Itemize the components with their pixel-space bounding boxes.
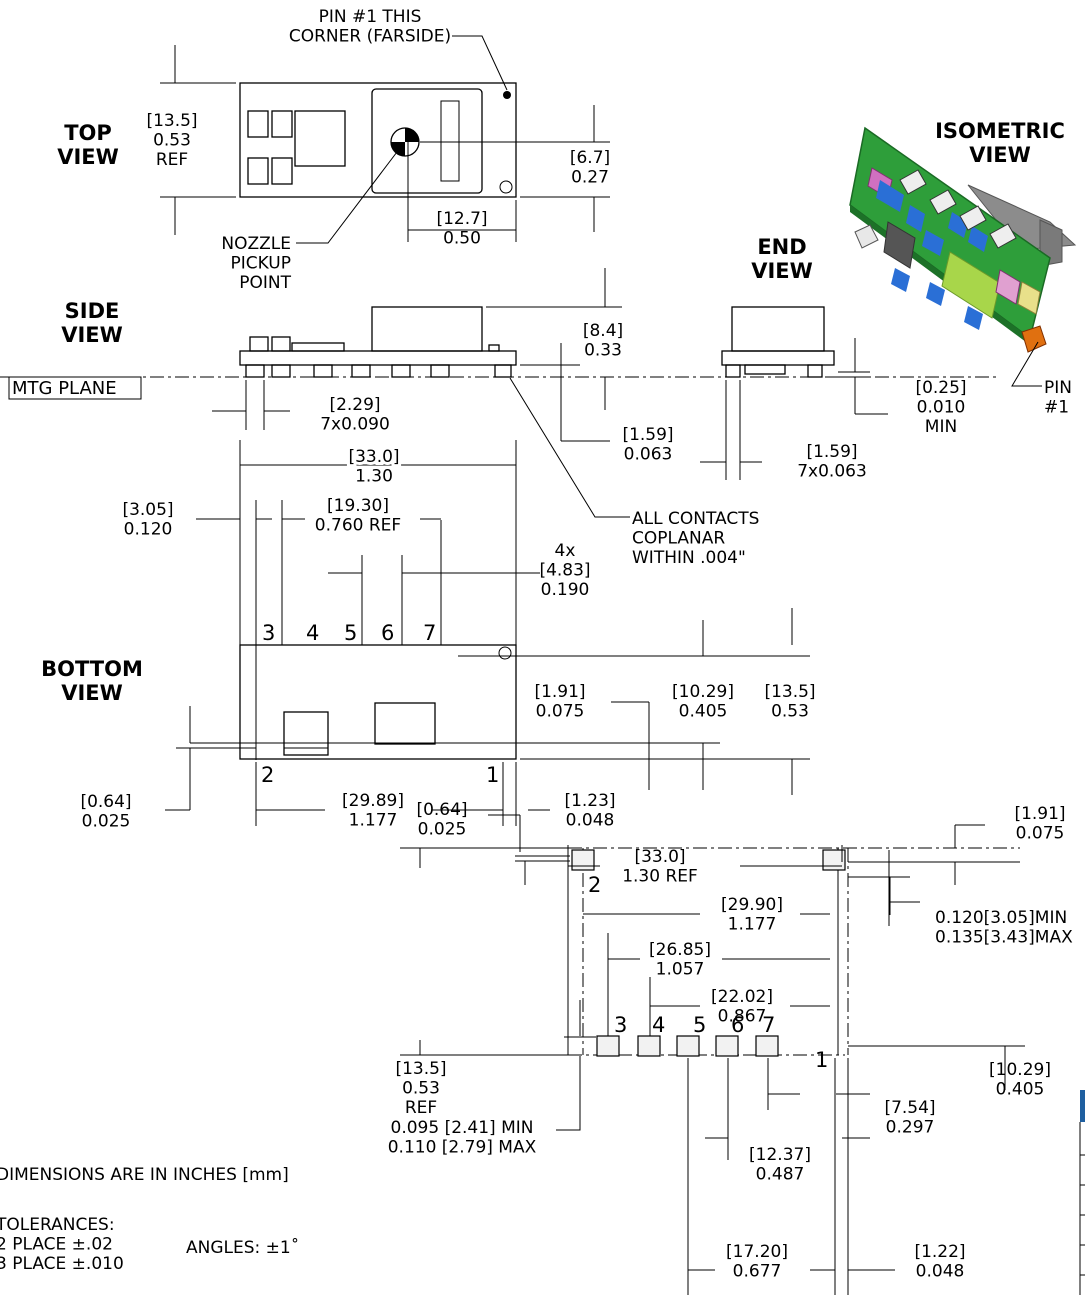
footprint-pad-4	[637, 1035, 661, 1057]
top-shield	[371, 88, 483, 194]
bottom-pin7: 7	[423, 621, 436, 645]
dim-top-nozzle-x: [12.7]0.50	[436, 209, 487, 249]
footprint-view: 2 1 3 4 5 6 7 [33.0]1.30 REF [29.90]1.17…	[388, 800, 1073, 1295]
bottom-view: 3 4 5 6 7 2 1 [33.0]1.30 [3.05]0.120 [19…	[80, 440, 816, 832]
footprint-pad-2	[571, 849, 595, 871]
dim-fp-pin1-edge: [1.22]0.048	[914, 1242, 965, 1282]
dim-top-nozzle-y: [6.7]0.27	[570, 148, 610, 188]
angles-note: ANGLES: ±1˚	[186, 1237, 299, 1258]
bottom-pin2: 2	[261, 763, 274, 787]
iso-pin1-pad	[1021, 325, 1047, 353]
dim-side-height: [8.4]0.33	[583, 321, 623, 361]
footprint-pad-5	[676, 1035, 700, 1057]
dim-bottom-edge-y: [0.64]0.025	[80, 792, 131, 832]
footprint-pad-7	[755, 1035, 779, 1057]
dim-fp-pin6-pin1: [12.37]0.487	[749, 1145, 811, 1185]
iso-pin1-note: PIN#1	[1044, 378, 1072, 418]
side-pins	[245, 364, 512, 378]
footprint-pad-1	[822, 849, 846, 871]
dim-bottom-length: [33.0]1.30	[348, 447, 399, 487]
top-board-outline	[239, 82, 517, 198]
bottom-pin1: 1	[486, 763, 499, 787]
dim-fp-edge-y: [0.64]0.025	[416, 800, 467, 840]
dim-side-standoff: [1.59]0.063	[622, 425, 673, 465]
bottom-pin5: 5	[344, 621, 357, 645]
side-board	[239, 350, 517, 366]
dim-bottom-pin2-y: [1.91]0.075	[534, 682, 585, 722]
dim-bottom-pitch: 4x[4.83]0.190	[539, 541, 590, 600]
isometric-view: PIN#1	[849, 126, 1077, 418]
dim-side-pin-pitch: [2.29]7x0.090	[320, 395, 390, 435]
pin1-marker-dot	[503, 91, 511, 99]
dim-bottom-pin1-edge: [1.23]0.048	[564, 791, 615, 831]
mtg-plane-label: MTG PLANE	[12, 378, 117, 399]
bottom-board-outline	[239, 644, 517, 760]
dim-fp-pin3-pin1: [26.85]1.057	[649, 940, 711, 980]
footprint-pin4: 4	[652, 1013, 665, 1037]
bottom-pin4: 4	[306, 621, 319, 645]
dim-bottom-pin3-ref: [19.30]0.760 REF	[315, 496, 401, 536]
side-view: MTG PLANE [2.29]7x0.090 [8.4]0.33 [1.59]…	[0, 268, 1000, 568]
dim-bottom-pin1-pin2: [29.89]1.177	[342, 791, 404, 831]
dim-bottom-edge-pin3: [3.05]0.120	[122, 500, 173, 540]
dim-bottom-width: [13.5]0.53	[764, 682, 815, 722]
footprint-pin7: 7	[762, 1013, 775, 1037]
bottom-pin6: 6	[381, 621, 394, 645]
bottom-pin3: 3	[262, 621, 275, 645]
dim-fp-pin1-y: [1.91]0.075	[1014, 804, 1065, 844]
dim-end-pin-width: [1.59]7x0.063	[797, 442, 867, 482]
footprint-pin6: 6	[731, 1013, 744, 1037]
dim-fp-length: [33.0]1.30 REF	[622, 847, 698, 887]
dim-bottom-row-y: [10.29]0.405	[672, 682, 734, 722]
footprint-pin1: 1	[815, 1048, 828, 1072]
footprint-pin5: 5	[693, 1013, 706, 1037]
footprint-pin3: 3	[614, 1013, 627, 1037]
footprint-pad-6	[715, 1035, 739, 1057]
side-shield	[371, 306, 483, 352]
footprint-pad-3	[596, 1035, 620, 1057]
footprint-pin2: 2	[588, 873, 601, 897]
units-note: DIMENSIONS ARE IN INCHES [mm]	[0, 1165, 289, 1185]
dim-fp-pin4-pin1: [22.02]0.867	[711, 987, 773, 1027]
dim-fp-row-y: [10.29]0.405	[989, 1060, 1051, 1100]
notes: DIMENSIONS ARE IN INCHES [mm] TOLERANCES…	[0, 1165, 299, 1274]
dim-fp-pin2-pin1: [29.90]1.177	[721, 895, 783, 935]
dim-fp-pin7-pin1: [7.54]0.297	[884, 1098, 935, 1138]
title-block-fragment	[1079, 1090, 1085, 1295]
dim-fp-pin5-pin1: [17.20]0.677	[726, 1242, 788, 1282]
